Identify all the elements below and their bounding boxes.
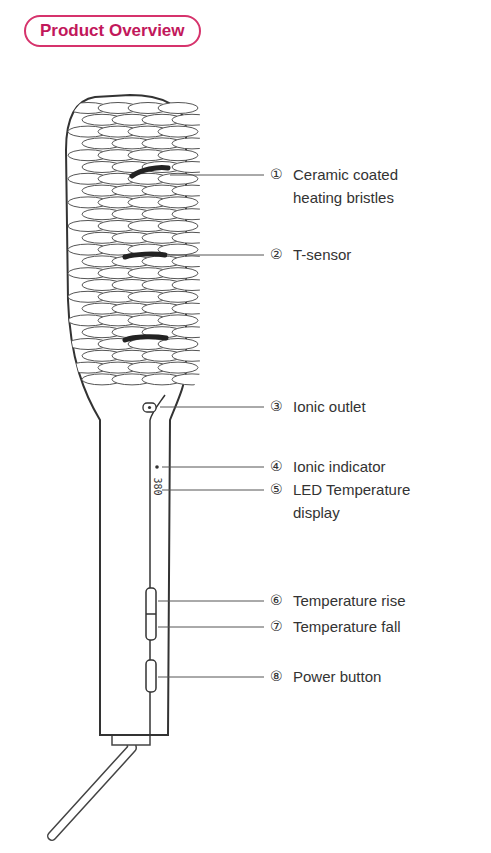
part-name: Ionic outlet <box>293 395 366 418</box>
ionic-outlet-dot <box>148 406 151 409</box>
bristle <box>158 268 198 279</box>
bristle <box>158 126 198 137</box>
bristle <box>172 138 212 149</box>
title-pill: Product Overview <box>24 15 201 47</box>
callout-number: ⑧ <box>270 665 283 688</box>
title: Product Overview <box>40 21 185 41</box>
power-button <box>146 660 156 692</box>
bristle <box>172 162 212 173</box>
ionic-indicator <box>155 465 159 469</box>
callout-number: ⑦ <box>270 615 283 638</box>
brush-body <box>66 95 186 735</box>
part-name: Ceramic coated heating bristles <box>293 163 423 209</box>
t-sensor <box>125 337 166 340</box>
bristle <box>158 221 198 232</box>
part-name: Temperature rise <box>293 589 406 612</box>
bristle <box>172 185 212 196</box>
bristle <box>172 327 212 338</box>
button-divider <box>146 613 156 615</box>
bristle <box>158 291 198 302</box>
bristle <box>158 103 198 114</box>
callout-number: ⑤ <box>270 478 283 501</box>
callout-number: ② <box>270 243 283 266</box>
t-sensor <box>125 254 165 257</box>
bristle <box>172 114 212 125</box>
bristle <box>158 362 198 373</box>
bristle <box>158 315 198 326</box>
callout-number: ① <box>270 163 283 186</box>
temperature-buttons <box>146 588 156 640</box>
cord-sleeve <box>112 735 150 745</box>
bristle <box>172 256 212 267</box>
callout-number: ④ <box>270 455 283 478</box>
ionic-outlet <box>143 403 156 412</box>
bristle <box>158 150 198 161</box>
bristle <box>172 374 212 385</box>
power-cord <box>52 735 132 836</box>
display-reading: 380 <box>152 477 163 495</box>
part-name: Temperature fall <box>293 615 401 638</box>
part-name: T-sensor <box>293 243 351 266</box>
bristle <box>172 232 212 243</box>
t-sensor <box>132 167 168 176</box>
bristle <box>172 280 212 291</box>
bristle <box>172 303 212 314</box>
callout-number: ⑥ <box>270 589 283 612</box>
leader-lines <box>158 175 264 677</box>
power-cord-fill <box>52 735 132 836</box>
part-name: LED Temperature display <box>293 478 423 524</box>
part-name: Ionic indicator <box>293 455 386 478</box>
bristles <box>68 103 212 385</box>
bristle <box>172 209 212 220</box>
bristle <box>172 350 212 361</box>
callout-number: ③ <box>270 395 283 418</box>
bristle <box>158 197 198 208</box>
part-name: Power button <box>293 665 381 688</box>
